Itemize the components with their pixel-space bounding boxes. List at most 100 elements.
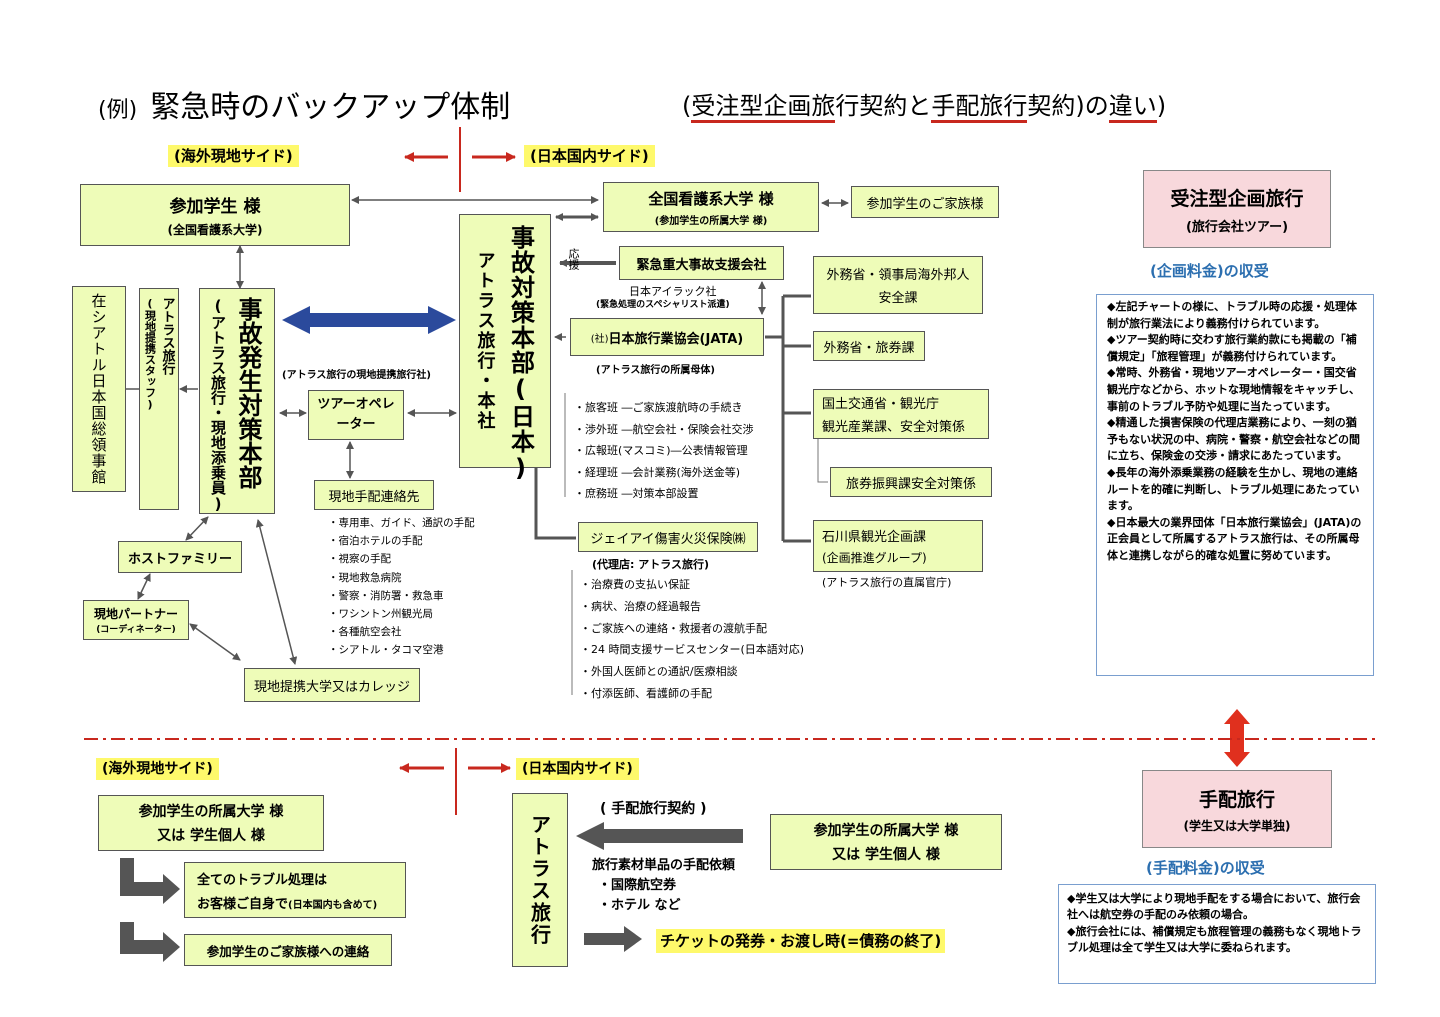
support-company-box: 緊急重大事故支援会社 (619, 246, 784, 280)
jata-name: 日本旅行業協会(JATA) (608, 331, 744, 347)
overseas-side-label-bottom: (海外現地サイド) (96, 758, 219, 780)
list-item: ・警察・消防署・救急車 (328, 589, 444, 602)
list-item: ・治療費の支払い保証 (580, 578, 690, 591)
juchu-sub: (旅行会社ツアー) (1185, 219, 1289, 235)
insurance-list: ・治療費の支払い保証 ・病状、治療の経過報告 ・ご家族への連絡・救援者の渡航手配… (580, 574, 804, 705)
list-item: ・現地救急病院 (328, 571, 402, 584)
bottom-univ-right-label: 参加学生の所属大学 様 (813, 823, 959, 839)
family-box: 参加学生のご家族様 (851, 186, 999, 218)
family-label: 参加学生のご家族様 (866, 196, 984, 212)
list-item: ・ご家族への連絡・救援者の渡航手配 (580, 621, 767, 635)
bent-arrow-2 (120, 922, 180, 962)
hq-teams-list: ・旅客班 ―ご家族渡航時の手続き ・渉外班 ―航空会社・保険会社交渉 ・広報班(… (574, 397, 754, 505)
hq-sub: アトラス旅行・本社 (474, 251, 496, 431)
list-item: ・ホテル など (598, 898, 681, 913)
family-contact-label: 参加学生のご家族様への連絡 (206, 943, 370, 959)
hq-main: 事故対策本部(日本) (506, 225, 535, 483)
bottom-univ-left-label: 参加学生の所属大学 様 (138, 804, 284, 820)
mofa-passport-box: 外務省・旅券課 (813, 331, 925, 361)
bottom-univ-left-box: 参加学生の所属大学 様 又は 学生個人 様 (98, 795, 324, 851)
request-arrow (576, 822, 743, 850)
university-label: 全国看護系大学 様 (648, 189, 774, 208)
trouble-line2: お客様ご自身で(日本国内も含めて) (197, 893, 377, 912)
list-item: ・国際航空券 (598, 878, 677, 893)
mlit-label: 国土交通省・観光庁 (822, 397, 940, 412)
title-right: (受注型企画旅行契約と手配旅行契約)の違い) (682, 86, 1166, 123)
ryoken-label: 旅券振興課安全対策係 (845, 476, 976, 492)
ishikawa-label: 石川県観光企画課 (822, 530, 927, 545)
trouble-label: 全てのトラブル処理は (197, 872, 328, 888)
mofa-safety-label: 外務省・領事局海外邦人 (826, 268, 970, 283)
ryoken-box: 旅券振興課安全対策係 (830, 467, 992, 497)
list-item: ・広報班(マスコミ)―公表情報管理 (574, 444, 748, 457)
operator-label: ツアーオペレーター (317, 397, 395, 432)
insurance-agent: (代理店: アトラス旅行) (592, 558, 710, 571)
list-item: ・渉外班 ―航空会社・保険会社交渉 (574, 422, 754, 436)
insurance-box: ジェイアイ傷害火災保険㈱ (578, 522, 758, 552)
local-staff-box: アトラス旅行 (現地提携スタッフ) (139, 288, 179, 510)
list-item: ・外国人医師との通訳/医療相談 (580, 665, 738, 679)
field-hq-sub: (アトラス旅行・現地添乗員) (209, 297, 227, 513)
mlit-box: 国土交通省・観光庁 観光産業課、安全対策係 (813, 389, 989, 439)
local-staff-main: アトラス旅行 (159, 297, 175, 375)
university-box: 全国看護系大学 様 (参加学生の所属大学 様) (603, 182, 819, 232)
list-item: ・旅客班 ―ご家族渡航時の手続き (574, 401, 743, 414)
overseas-side-label-top: (海外現地サイド) (168, 145, 299, 167)
tehai-title: 手配旅行 (1198, 788, 1275, 811)
note-item: ◆常時、外務省・現地ツアーオペレーター・国交省観光庁などから、ホットな現地情報を… (1107, 366, 1360, 413)
ticket-arrow (584, 926, 642, 952)
university-sublabel: (参加学生の所属大学 様) (654, 215, 768, 227)
consulate-box: 在シアトル日本国総領事館 (72, 286, 126, 492)
mlit-sublabel: 観光産業課、安全対策係 (822, 420, 966, 435)
operator-box: ツアーオペレーター (308, 390, 404, 440)
list-item: ・ワシントン州観光局 (328, 608, 433, 621)
note-item: ◆学生又は大学により現地手配をする場合において、旅行会社へは航空券の手配のみ依頼… (1067, 892, 1361, 922)
note-item: ◆長年の海外添乗業務の経験を生かし、現地の連絡ルートを的確に判断し、トラブル処理… (1107, 465, 1360, 513)
hq-box: 事故対策本部(日本) アトラス旅行・本社 (459, 214, 551, 483)
tehai-fee: (手配料金)の収受 (1146, 859, 1265, 877)
trouble-box: 全てのトラブル処理は お客様ご自身で(日本国内も含めて) (184, 862, 406, 918)
ishikawa-box: 石川県観光企画課 (企画推進グループ) (813, 520, 983, 572)
ishikawa-sublabel: (企画推進グループ) (822, 551, 927, 565)
support-company-label: 緊急重大事故支援会社 (636, 257, 767, 273)
juchu-fee: (企画料金)の収受 (1150, 262, 1269, 280)
domestic-side-label-bottom: (日本国内サイド) (516, 758, 639, 780)
list-item: ・各種航空会社 (328, 626, 402, 639)
request-items: ・国際航空券 ・ホテル など (598, 876, 681, 916)
list-item: ・シアトル・タコマ空港 (328, 644, 444, 657)
request-label: 旅行素材単品の手配依頼 (592, 858, 736, 873)
list-item: ・病状、治療の経過報告 (580, 599, 701, 613)
contacts-title: 現地手配連絡先 (328, 489, 420, 505)
title-main: 緊急時のバックアップ体制 (150, 90, 511, 125)
iraq-label: 日本アイラック社 (629, 285, 717, 298)
list-item: ・宿泊ホテルの手配 (328, 535, 423, 548)
contract-label: ( 手配旅行契約 ) (600, 801, 707, 817)
local-staff-sub: (現地提携スタッフ) (143, 297, 157, 411)
list-item: ・付添医師、看護師の手配 (580, 686, 712, 700)
note-item: ◆ツアー契約時に交わす旅行業約款にも掲載の「補償規定」「旅程管理」が義務付けられ… (1107, 333, 1357, 363)
local-university-label: 現地提携大学又はカレッジ (253, 679, 410, 695)
student-sublabel: (全国看護系大学) (167, 223, 263, 237)
homestay-box: ホストファミリー (118, 541, 242, 573)
insurance-label: ジェイアイ傷害火災保険㈱ (590, 531, 746, 547)
bottom-atlas-box: アトラス旅行 (512, 793, 568, 967)
tehai-sub: (学生又は大学単独) (1183, 818, 1291, 833)
student-box: 参加学生 様 (全国看護系大学) (80, 184, 350, 246)
trouble-small: (日本国内も含めて) (288, 899, 378, 911)
bottom-atlas-label: アトラス旅行 (527, 814, 552, 946)
bottom-univ-right-sublabel: 又は 学生個人 様 (832, 847, 940, 863)
mofa-safety-sublabel: 安全課 (878, 291, 918, 306)
local-university-box: 現地提携大学又はカレッジ (244, 668, 420, 702)
contacts-list: ・専用車、ガイド、通訳の手配 ・宿泊ホテルの手配 ・視察の手配 ・現地救急病院 … (328, 514, 475, 660)
jata-note: (アトラス旅行の所属母体) (596, 365, 715, 376)
local-partner-box: 現地パートナー (コーディネーター) (83, 600, 189, 640)
local-partner-sublabel: (コーディネーター) (96, 625, 176, 635)
iraq-note: (緊急処理のスペシャリスト派遣) (596, 300, 730, 310)
note-item: ◆旅行会社には、補償規定も旅程管理の義務もなく現地トラブル処理は全て学生又は大学… (1067, 924, 1362, 955)
jata-prefix: (社) (590, 333, 609, 345)
note-item: ◆精通した損害保険の代理店業務により、一刻の猶予もない状況の中、病院・警察・航空… (1107, 416, 1360, 463)
ishikawa-note: (アトラス旅行の直属官庁) (822, 576, 952, 589)
tehai-notes-box: ◆学生又は大学により現地手配をする場合において、旅行会社へは航空券の手配のみ依頼… (1058, 884, 1376, 984)
bottom-univ-left-sublabel: 又は 学生個人 様 (157, 828, 265, 844)
list-item: ・24 時間支援サービスセンター(日本語対応) (580, 643, 805, 657)
